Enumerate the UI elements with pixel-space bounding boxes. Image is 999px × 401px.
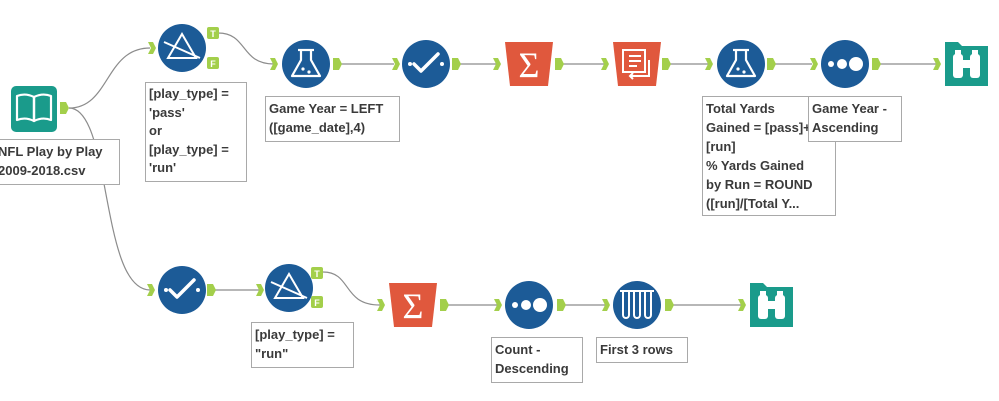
anchor-sort2-out[interactable]: [557, 299, 566, 311]
anchor-filter2-false-label: F: [314, 298, 320, 308]
binoculars-icon: [758, 291, 785, 319]
tool-browse-1[interactable]: [945, 42, 988, 86]
annotation-line: by Run = ROUND: [706, 177, 813, 192]
flask-icon: [725, 48, 757, 78]
anchor-sort1-in[interactable]: [810, 58, 818, 70]
tool-sample[interactable]: [613, 281, 661, 329]
tool-select-2[interactable]: [158, 266, 206, 314]
filter-prism-icon: [163, 32, 201, 59]
tool-sort-2[interactable]: [505, 281, 553, 329]
anchor-filter2-true[interactable]: [311, 267, 323, 279]
anchor-sort1-out[interactable]: [872, 58, 881, 70]
anchor-input-out[interactable]: [60, 102, 69, 114]
annotation-sort1: Game Year - Ascending: [808, 96, 902, 142]
tool-crosstab[interactable]: [613, 42, 661, 86]
annotation-line: Count -: [495, 342, 541, 357]
anchor-summarize2-out[interactable]: [440, 299, 449, 311]
annotation-formula1: Game Year = LEFT ([game_date],4): [265, 96, 400, 142]
annotation-line: % Yards Gained: [706, 158, 805, 173]
annotation-filter1: [play_type] = 'pass' or [play_type] = 'r…: [145, 82, 247, 182]
anchor-filter2-false[interactable]: [311, 296, 323, 308]
crosstab-icon: [622, 49, 650, 80]
annotation-line: Descending: [495, 361, 569, 376]
anchor-select1-in[interactable]: [392, 58, 400, 70]
annotation-line: "run": [255, 346, 289, 361]
annotation-line: ([game_date],4): [269, 120, 366, 135]
annotation-line: Ascending: [812, 120, 879, 135]
annotation-line: [play_type] =: [255, 327, 335, 342]
tool-formula-2[interactable]: [717, 40, 765, 88]
sort-dots-icon: [828, 57, 863, 71]
tool-filter-2[interactable]: [265, 264, 313, 312]
tool-sort-1[interactable]: [821, 40, 869, 88]
connections: [68, 32, 936, 306]
annotation-input: NFL Play by Play 2009-2018.csv: [0, 139, 120, 185]
annotation-line: 'run': [149, 160, 177, 175]
sigma-icon: Σ: [519, 45, 540, 85]
annotation-line: [play_type] =: [149, 141, 229, 157]
annotation-sample1: First 3 rows: [596, 337, 688, 363]
annotation-filter2: [play_type] = "run": [251, 322, 354, 368]
anchors: T F T F: [60, 27, 941, 311]
anchor-filter1-false[interactable]: [207, 57, 219, 69]
anchor-crosstab1-out[interactable]: [662, 58, 671, 70]
tool-filter-1[interactable]: [158, 24, 206, 72]
anchor-summarize2-in[interactable]: [377, 299, 385, 311]
tool-summarize-2[interactable]: Σ: [389, 283, 437, 327]
anchor-sort2-in[interactable]: [494, 299, 502, 311]
annotation-line: [play_type] =: [149, 86, 229, 101]
connection-filter2-summarize2[interactable]: [322, 271, 381, 306]
test-tubes-icon: [620, 290, 654, 319]
tool-input-data[interactable]: [11, 86, 57, 132]
anchor-formula1-in[interactable]: [270, 58, 278, 70]
connection-input-select2[interactable]: [68, 107, 151, 291]
annotation-line: Total Yards: [706, 101, 775, 116]
anchor-formula1-out[interactable]: [333, 58, 342, 70]
book-icon: [15, 93, 53, 123]
anchor-filter2-true-label: T: [314, 269, 320, 279]
flask-icon: [290, 48, 322, 78]
anchor-select2-in[interactable]: [147, 284, 155, 296]
filter-prism-icon: [270, 272, 308, 299]
annotation-line: First 3 rows: [600, 342, 673, 357]
anchor-select2-out[interactable]: [207, 284, 216, 296]
anchor-browse1-in[interactable]: [933, 58, 941, 70]
anchor-formula2-in[interactable]: [705, 58, 713, 70]
anchor-crosstab1-in[interactable]: [601, 58, 609, 70]
checkmark-icon: [408, 52, 444, 73]
anchor-select1-out[interactable]: [452, 58, 461, 70]
annotation-line: [run]: [706, 139, 736, 154]
sigma-icon: Σ: [403, 286, 424, 326]
annotation-line: ([run]/[Total Y...: [706, 196, 800, 211]
tool-browse-2[interactable]: [750, 283, 793, 327]
annotation-line: NFL Play by Play: [0, 144, 103, 159]
anchor-formula2-out[interactable]: [767, 58, 776, 70]
tool-summarize-1[interactable]: Σ: [505, 42, 553, 86]
annotation-line: Gained = [pass]+: [706, 120, 811, 135]
annotation-sort2: Count - Descending: [491, 337, 583, 383]
anchor-summarize1-in[interactable]: [493, 58, 501, 70]
binoculars-icon: [953, 50, 980, 78]
annotation-line: Game Year = LEFT: [269, 101, 384, 116]
anchor-sample1-in[interactable]: [602, 299, 610, 311]
checkmark-icon: [164, 278, 200, 299]
anchor-filter1-true-label: T: [210, 29, 216, 39]
annotation-line: 2009-2018.csv: [0, 163, 86, 178]
tool-formula-1[interactable]: [282, 40, 330, 88]
anchor-filter1-false-label: F: [210, 59, 216, 69]
annotation-line: Game Year -: [812, 101, 887, 116]
anchor-filter2-in[interactable]: [256, 284, 264, 296]
annotation-line: or: [149, 123, 162, 138]
anchor-browse2-in[interactable]: [738, 299, 746, 311]
annotation-line: 'pass': [149, 104, 185, 120]
anchor-sample1-out[interactable]: [665, 299, 674, 311]
connection-input-filter1[interactable]: [68, 47, 151, 109]
anchor-filter1-true[interactable]: [207, 27, 219, 39]
anchor-summarize1-out[interactable]: [555, 58, 564, 70]
anchor-filter1-in[interactable]: [148, 42, 156, 54]
sort-dots-icon: [512, 298, 547, 312]
tool-select-1[interactable]: [402, 40, 450, 88]
connection-filter1-formula1[interactable]: [217, 32, 275, 65]
